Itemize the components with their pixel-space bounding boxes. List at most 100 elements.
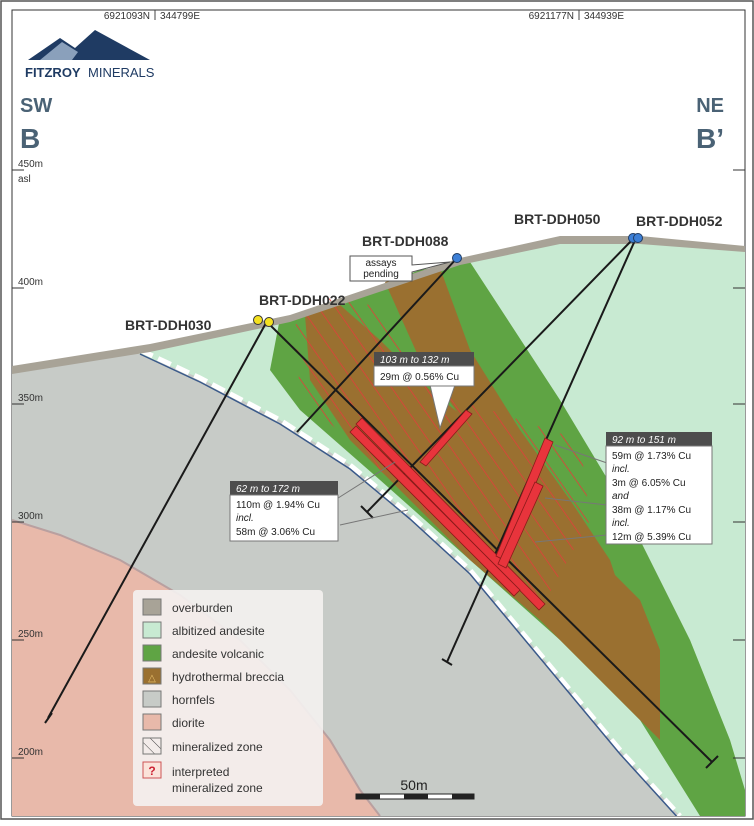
callout-ddh050-head: 92 m to 151 m [612, 435, 676, 446]
elev-350: 350m [18, 393, 43, 404]
legend-swatch-overburden [142, 598, 162, 616]
hornfels-contact-line [139, 353, 678, 816]
logo-name-rest: MINERALS [88, 65, 155, 80]
elev-400: 400m [18, 277, 43, 288]
callout-ddh050-leader3 [534, 534, 608, 543]
assay-intercepts [349, 409, 554, 611]
legend-bg [133, 590, 323, 806]
callout-ddh050-line7: 12m @ 5.39% Cu [612, 532, 691, 543]
label-ddh030: BRT-DDH030 [125, 317, 212, 333]
legend-label-1: albitized andesite [172, 624, 265, 638]
callout-ddh050-leader2 [544, 497, 608, 506]
callout-ddh050-line2: incl. [612, 464, 630, 475]
callout-ddh088-head: 103 m to 132 m [380, 355, 449, 366]
callout-ddh088-head-bg [374, 352, 474, 366]
legend-swatch-andesite [142, 644, 162, 662]
intercept-ddh052 [497, 481, 544, 569]
callout-ddh088-line1: 29m @ 0.56% Cu [380, 372, 459, 383]
trace-ddh050 [366, 237, 635, 513]
legend-swatch-breccia [142, 667, 162, 685]
label-ddh088: BRT-DDH088 [362, 233, 449, 249]
trace-ddh022 [267, 322, 713, 763]
callout-ddh022-leader1 [334, 461, 396, 501]
callout-ddh050-052: 92 m to 151 m 59m @ 1.73% Cu incl. 3m @ … [534, 432, 713, 545]
label-ddh050: BRT-DDH050 [514, 211, 601, 227]
callout-ddh022-line1: 110m @ 1.94% Cu [236, 500, 320, 511]
callout-ddh022-body [229, 494, 339, 542]
legend: △ ? overburden albitized andesite andesi… [133, 590, 323, 806]
scale-label: 50m [400, 777, 427, 793]
elevation-axis [12, 169, 745, 759]
coord-right-north: 6921177N [529, 11, 574, 22]
legend-label-7: interpreted [172, 765, 229, 779]
pending-line1: assays [365, 258, 396, 269]
collar-ddh088 [452, 253, 462, 263]
intercept-ddh088 [419, 409, 473, 467]
callout-ddh088: 103 m to 132 m 29m @ 0.56% Cu [373, 352, 475, 430]
trace-ddh030-end [44, 712, 53, 724]
legend-swatch-interpreted [142, 761, 162, 779]
drill-traces [44, 237, 719, 769]
legend-label-0: overburden [172, 601, 233, 615]
callout-ddh022-line2: incl. [236, 513, 254, 524]
legend-label-4: hornfels [172, 693, 215, 707]
hornfels-contact [138, 347, 682, 816]
callout-ddh022: 62 m to 172 m 110m @ 1.94% Cu incl. 58m … [229, 461, 409, 542]
legend-swatch-hornfels [142, 690, 162, 708]
section-dir-left: SW [20, 95, 52, 117]
legend-swatch-albitized [142, 621, 162, 639]
legend-question-icon: ? [148, 764, 155, 778]
logo-mountain-light-icon [40, 42, 78, 60]
section-label-left: B [20, 123, 40, 154]
label-ddh052: BRT-DDH052 [636, 213, 723, 229]
section-label-right: B’ [696, 123, 724, 154]
callout-ddh050-leader1 [554, 444, 608, 464]
elev-300: 300m [18, 511, 43, 522]
callout-ddh050-body [605, 445, 713, 545]
callout-ddh050-head-bg [606, 432, 712, 446]
callout-ddh022-leader2 [339, 509, 409, 526]
collar-ddh022 [264, 317, 274, 327]
label-ddh022: BRT-DDH022 [259, 292, 346, 308]
intercept-ddh022-high [349, 425, 521, 597]
callout-ddh050-line1: 59m @ 1.73% Cu [612, 451, 691, 462]
collar-ddh052 [633, 233, 643, 243]
trace-ddh052-end [441, 658, 453, 666]
legend-label-2: andesite volcanic [172, 647, 264, 661]
trace-ddh050-end [360, 505, 374, 519]
callout-ddh022-line3: 58m @ 3.06% Cu [236, 527, 315, 538]
callout-ddh022-head-bg [230, 481, 338, 495]
coord-left-north: 6921093N [104, 11, 150, 22]
pending-line2: pending [363, 269, 399, 280]
elev-asl: asl [18, 174, 31, 185]
fitzroy-logo: FITZROY MINERALS [25, 30, 155, 80]
coord-left-east: 344799E [160, 11, 200, 22]
legend-label-7b: mineralized zone [172, 781, 263, 795]
callout-ddh050-line5: 38m @ 1.17% Cu [612, 505, 691, 516]
legend-label-6: mineralized zone [172, 740, 263, 754]
unit-overburden [12, 236, 745, 374]
callout-ddh050-line6: incl. [612, 518, 630, 529]
legend-label-3: hydrothermal breccia [172, 670, 284, 684]
legend-swatch-diorite [142, 713, 162, 731]
callout-ddh022-head: 62 m to 172 m [236, 484, 300, 495]
legend-label-5: diorite [172, 716, 205, 730]
trace-ddh088 [296, 257, 458, 433]
assays-pending-note: assays pending [349, 255, 451, 282]
elev-250: 250m [18, 629, 43, 640]
elev-450: 450m [18, 159, 43, 170]
scale-bar: 50m [355, 777, 475, 800]
section-dir-right: NE [696, 95, 724, 117]
coord-right-east: 344939E [584, 11, 624, 22]
collar-ddh030 [253, 315, 263, 325]
legend-swatch-mineralized [142, 737, 162, 755]
callout-ddh088-body [373, 365, 475, 387]
legend-breccia-triangle-icon: △ [148, 673, 156, 684]
logo-name-bold: FITZROY [25, 65, 81, 80]
elev-200: 200m [18, 747, 43, 758]
trace-ddh030 [47, 322, 267, 719]
trace-ddh022-end [705, 755, 719, 769]
callout-ddh050-line4: and [612, 491, 629, 502]
